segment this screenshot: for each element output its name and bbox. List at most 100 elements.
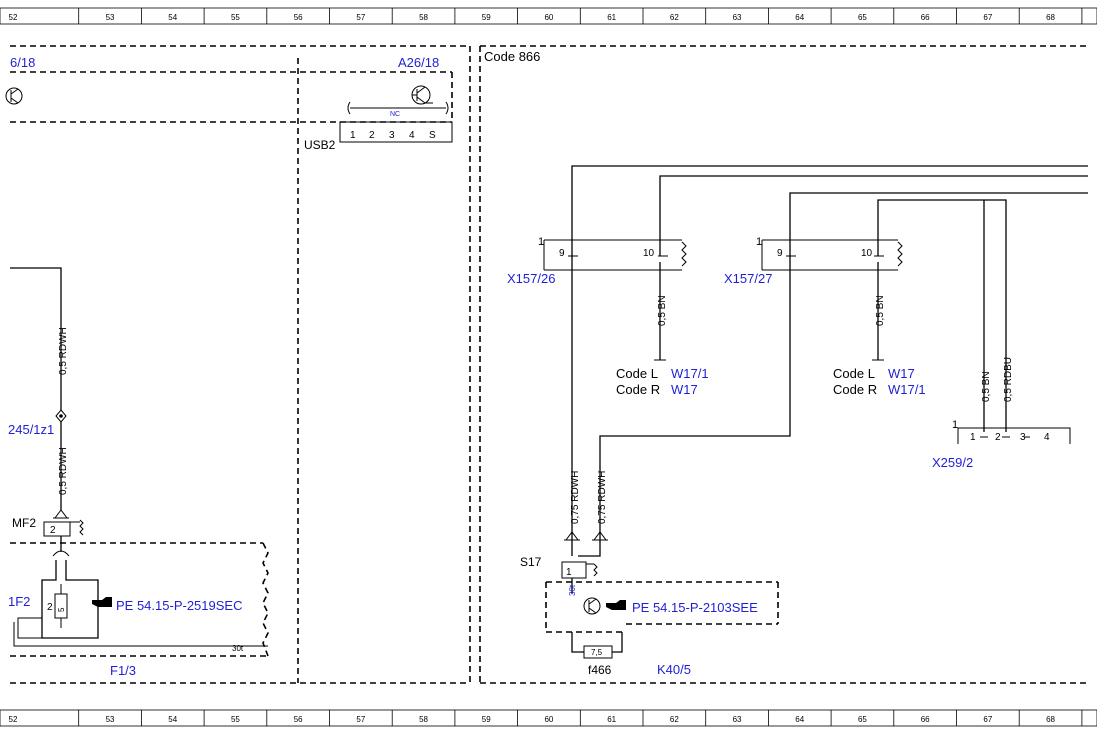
ref-a26-18: A26/18 <box>398 55 439 70</box>
usb-pin: 3 <box>389 130 395 141</box>
x157-26-pin9: 9 <box>559 248 565 259</box>
x259-pin1-label: 1 <box>952 419 958 431</box>
ruler-column-label: 61 <box>607 13 616 22</box>
ruler-column-label: 54 <box>168 715 177 724</box>
code-r-1: Code R <box>616 382 660 397</box>
ruler-column-label: 55 <box>231 13 240 22</box>
f466-fuse <box>571 632 623 659</box>
wire-label-bn-1: 0,5 BN <box>657 295 668 326</box>
ruler-column-label: 52 <box>9 13 18 22</box>
x157-26-pin10: 10 <box>643 248 655 259</box>
wire-label-bn-2: 0,5 BN <box>875 295 886 326</box>
bottom-ruler: 525354555657585960616263646566676869 <box>0 709 1097 727</box>
ruler-column-label: 52 <box>9 715 18 724</box>
ref-w17-1-a: W17/1 <box>671 366 709 381</box>
mf2-label: MF2 <box>12 516 36 530</box>
mf2-connector <box>43 509 84 557</box>
ruler-column-label: 64 <box>795 13 804 22</box>
ruler-column-label: 58 <box>419 715 428 724</box>
bus-wires <box>571 165 1088 556</box>
ref-x259-2: X259/2 <box>932 455 973 470</box>
wire-label-075-2: 0,75 RDWH <box>597 471 608 524</box>
label-30t-left: 30t <box>232 644 244 653</box>
ruler-column-label: 59 <box>482 13 491 22</box>
pe-2519-link: PE 54.15-P-2519SEC <box>116 598 242 613</box>
ref-w17-b: W17 <box>888 366 915 381</box>
fuse-rating: 7,5 <box>591 648 603 657</box>
wire-label-075-1: 0,75 RDWH <box>570 471 581 524</box>
usb-bracket <box>347 101 449 115</box>
ruler-column-label: 56 <box>294 13 303 22</box>
ruler-column-label: 60 <box>544 13 553 22</box>
hand-pointer-icon <box>606 600 626 610</box>
ruler-column-label: 67 <box>983 13 992 22</box>
ruler-column-label: 58 <box>419 13 428 22</box>
s17-connectors <box>561 531 608 594</box>
ruler-column-label: 60 <box>544 715 553 724</box>
usb-pin: S <box>429 130 436 141</box>
ruler-column-label: 65 <box>858 13 867 22</box>
ruler-column-label: 65 <box>858 715 867 724</box>
x157-27-pin9: 9 <box>777 248 783 259</box>
ref-f1-3: F1/3 <box>110 663 136 678</box>
ref-k40-5: K40/5 <box>657 662 691 677</box>
ruler-column-label: 64 <box>795 715 804 724</box>
ref-x157-26: X157/26 <box>507 271 555 286</box>
ruler-column-label: 62 <box>670 13 679 22</box>
ref-6-18: 6/18 <box>10 55 35 70</box>
transistor-icon <box>5 87 23 105</box>
ruler-column-label: 54 <box>168 13 177 22</box>
ref-1f2: 1F2 <box>8 594 30 609</box>
wire-label-rdwh-2: 0,5 RDWH <box>58 447 69 495</box>
label-30t-k40: 30t <box>568 584 577 596</box>
x157-27-connector <box>761 239 903 271</box>
ref-w17-a: W17 <box>671 382 698 397</box>
x259-2-connector <box>957 427 1071 444</box>
top-ruler: 525354555657585960616263646566676869 <box>0 7 1097 25</box>
ruler-column-label: 53 <box>106 715 115 724</box>
ruler-column-label: 63 <box>733 13 742 22</box>
s17-pin: 1 <box>566 567 572 578</box>
hand-pointer-icon <box>92 597 112 607</box>
transistor-icon <box>583 597 601 615</box>
left-wire <box>10 267 67 510</box>
x157-27-pin1: 1 <box>756 236 762 248</box>
s17-label: S17 <box>520 555 542 569</box>
ref-245: 245/1z1 <box>8 422 54 437</box>
ruler-column-label: 66 <box>921 13 930 22</box>
ruler-column-label: 67 <box>983 715 992 724</box>
usb-pin: 4 <box>409 130 415 141</box>
code-l-2: Code L <box>833 366 875 381</box>
ruler-column-label: 57 <box>356 13 365 22</box>
mf2-pin: 2 <box>50 525 56 536</box>
code-r-2: Code R <box>833 382 877 397</box>
ruler-column-label: 57 <box>356 715 365 724</box>
x157-26-connector <box>543 239 687 271</box>
transistor-icon <box>411 85 433 105</box>
ruler-column-label: 53 <box>106 13 115 22</box>
nc-label: NC <box>390 111 400 118</box>
ruler-column-label: 59 <box>482 715 491 724</box>
k40-5-box <box>545 581 779 633</box>
ruler-column-label: 68 <box>1046 13 1055 22</box>
usb-pin: 2 <box>369 130 375 141</box>
x157-27-pin10: 10 <box>861 248 873 259</box>
wire-label-rdwh-1: 0,5 RDWH <box>58 327 69 375</box>
x157-26-pin1: 1 <box>538 236 544 248</box>
f1-3-box <box>10 542 269 657</box>
ruler-column-label: 66 <box>921 715 930 724</box>
x259-pin: 1 <box>970 432 976 443</box>
usb2-connector: 1 2 3 4 S <box>339 121 453 143</box>
fuse-pin: 2 <box>47 602 53 613</box>
ruler-column-label: 62 <box>670 715 679 724</box>
ruler-column-label: 55 <box>231 715 240 724</box>
wire-label-rdbu: 0,5 RDBU <box>1003 357 1014 402</box>
code-866-label: Code 866 <box>484 49 540 64</box>
ruler-column-label: 68 <box>1046 715 1055 724</box>
ruler-column-label: 63 <box>733 715 742 724</box>
ruler-column-label: 61 <box>607 715 616 724</box>
pe-2103-link: PE 54.15-P-2103SEE <box>632 600 758 615</box>
x259-pin: 3 <box>1020 432 1026 443</box>
fuse-pin-5: 5 <box>57 607 66 612</box>
